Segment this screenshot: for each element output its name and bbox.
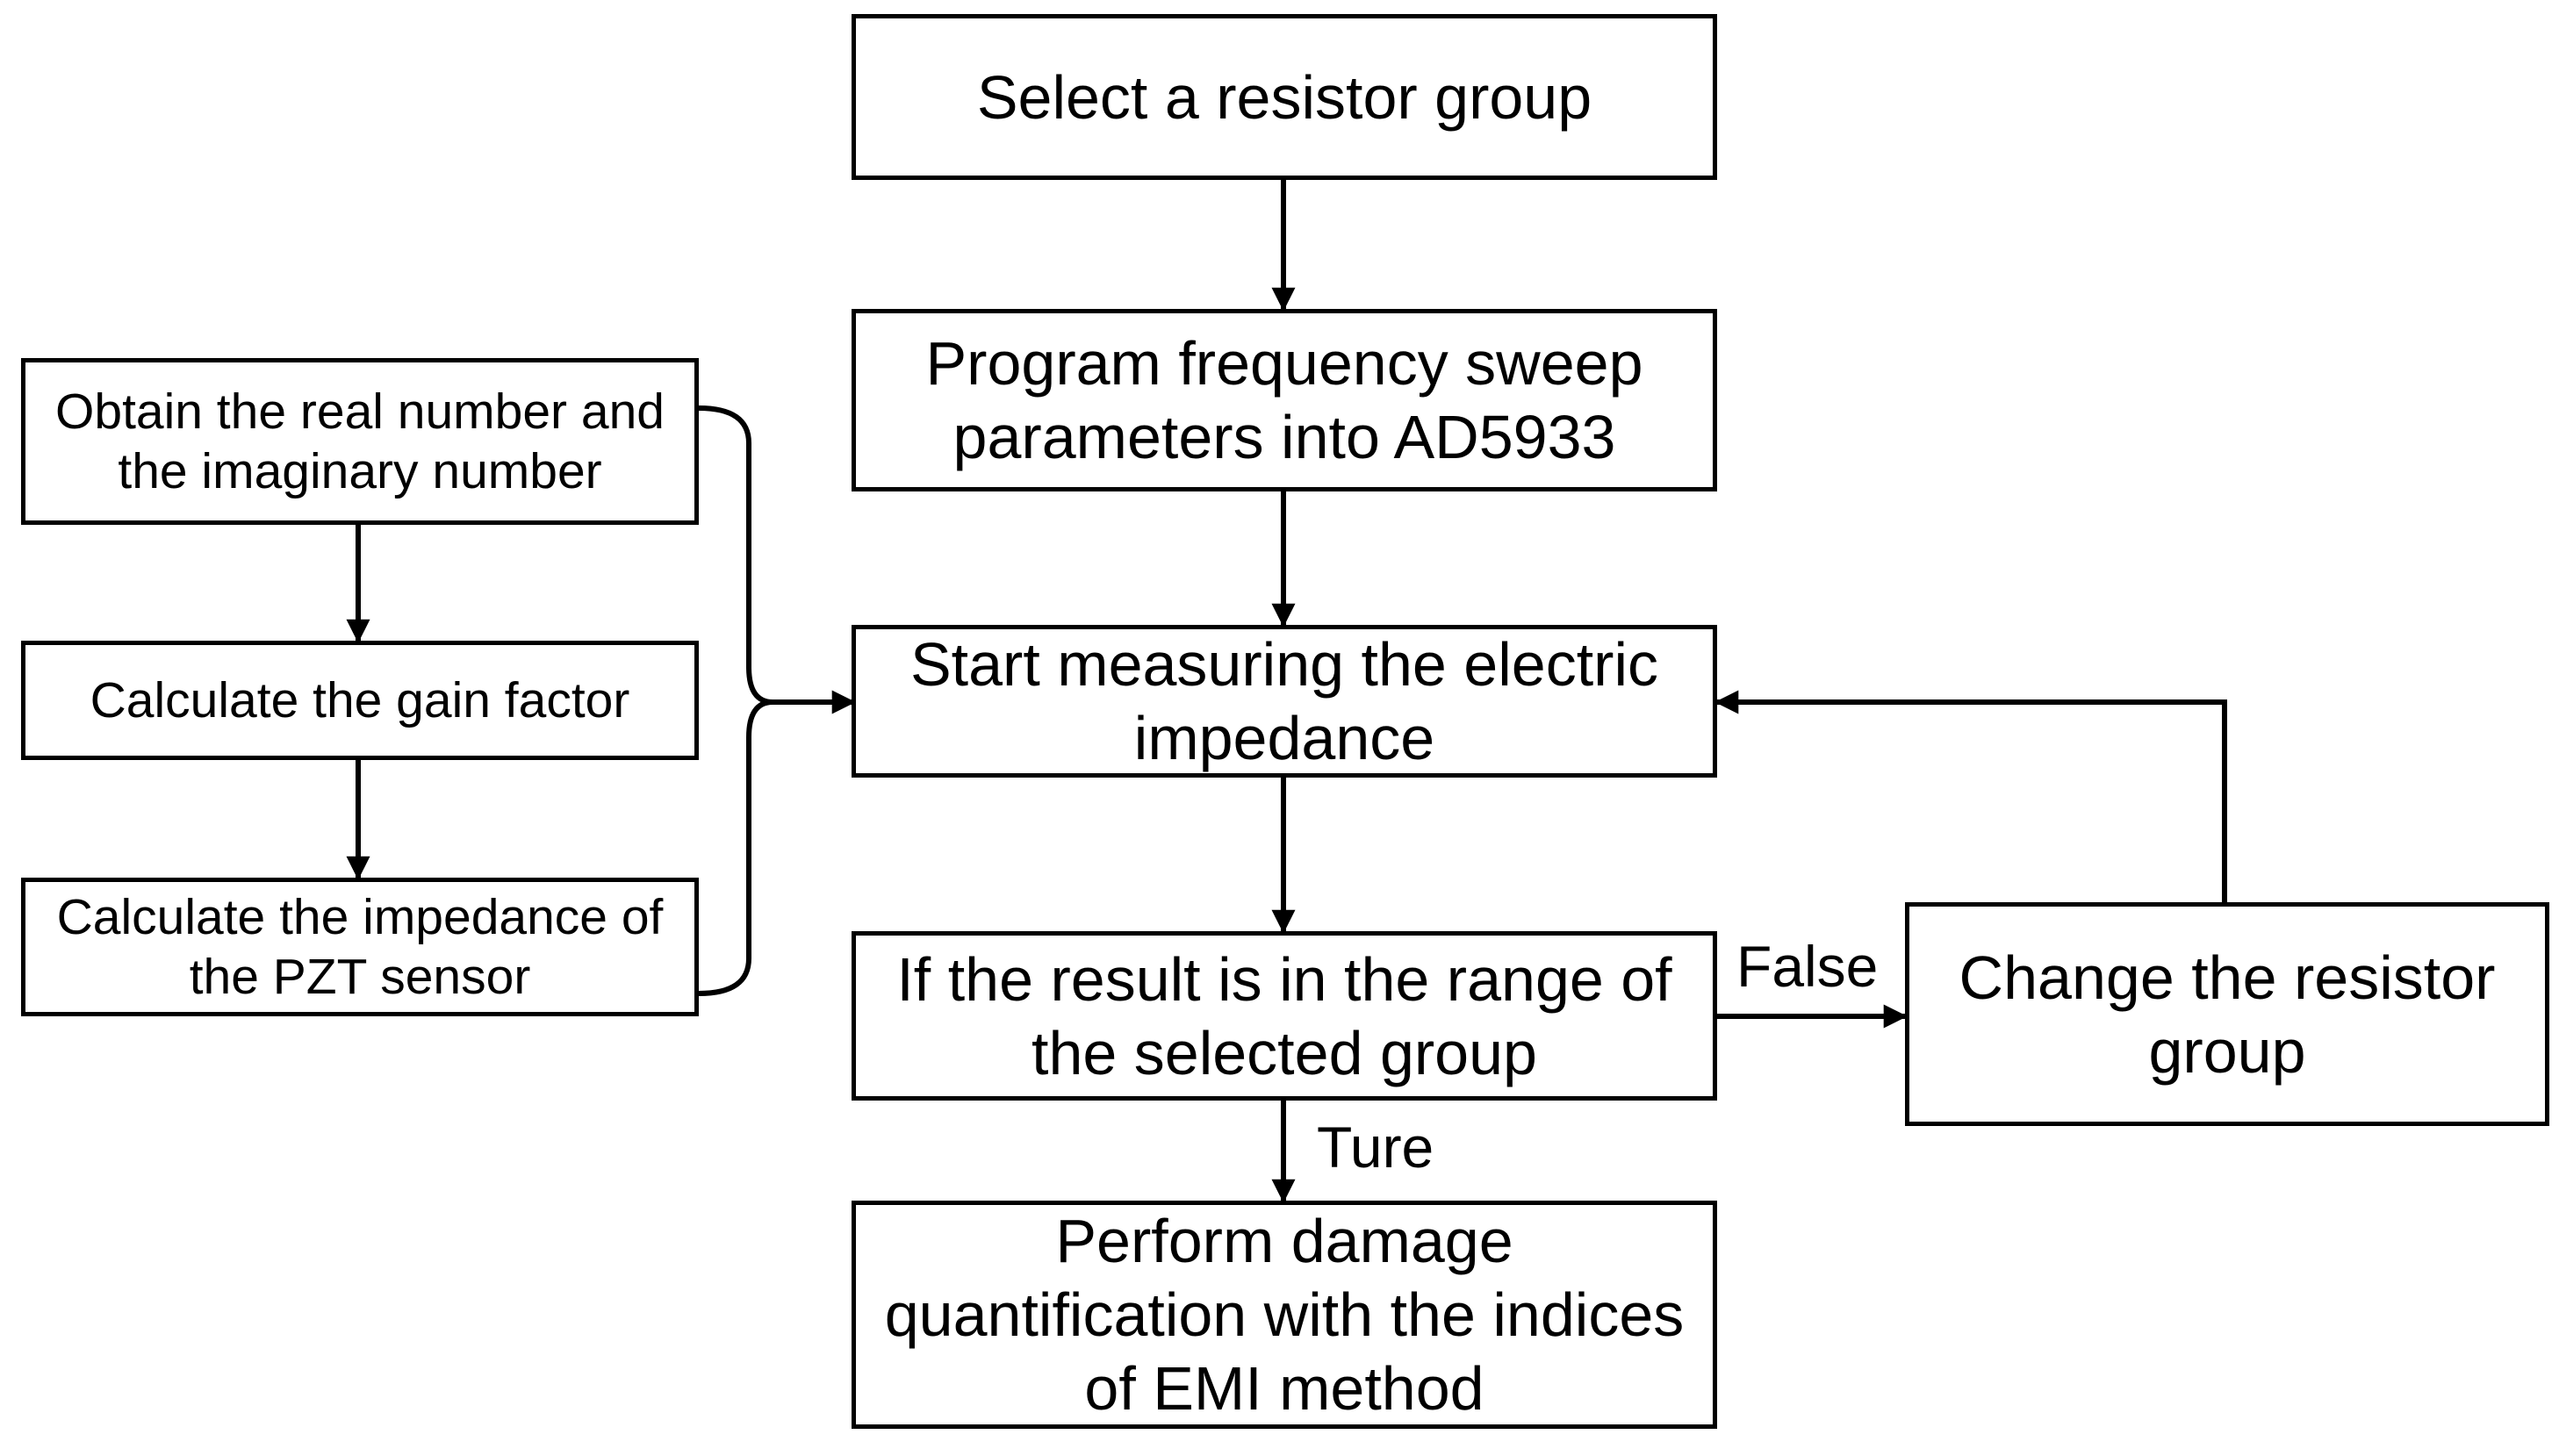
start-measuring-box: Start measuring the electric impedance (852, 625, 1717, 778)
program-frequency-sweep-label: Program frequency sweep parameters into … (925, 329, 1643, 471)
false-edge-label: False (1736, 934, 1879, 999)
range-check-label: If the result is in the range of the sel… (896, 944, 1672, 1087)
calculate-gain-box: Calculate the gain factor (21, 641, 699, 760)
calculate-impedance-label: Calculate the impedance of the PZT senso… (56, 888, 664, 1005)
perform-damage-label: Perform damage quantification with the i… (884, 1207, 1685, 1423)
arrow-change-to-start (1714, 690, 2227, 902)
obtain-numbers-box: Obtain the real number and the imaginary… (21, 358, 699, 525)
program-frequency-sweep-box: Program frequency sweep parameters into … (852, 309, 1717, 491)
brace (698, 405, 773, 996)
true-edge-label: Ture (1317, 1115, 1434, 1180)
select-resistor-group-box: Select a resistor group (852, 14, 1717, 180)
calculate-gain-label: Calculate the gain factor (90, 671, 630, 728)
calculate-impedance-box: Calculate the impedance of the PZT senso… (21, 878, 699, 1016)
change-resistor-group-box: Change the resistor group (1905, 902, 2549, 1126)
range-check-box: If the result is in the range of the sel… (852, 931, 1717, 1101)
start-measuring-label: Start measuring the electric impedance (909, 630, 1659, 772)
obtain-numbers-label: Obtain the real number and the imaginary… (55, 383, 665, 499)
change-resistor-group-label: Change the resistor group (1959, 943, 2496, 1086)
select-resistor-group-label: Select a resistor group (976, 62, 1592, 132)
perform-damage-box: Perform damage quantification with the i… (852, 1201, 1717, 1429)
